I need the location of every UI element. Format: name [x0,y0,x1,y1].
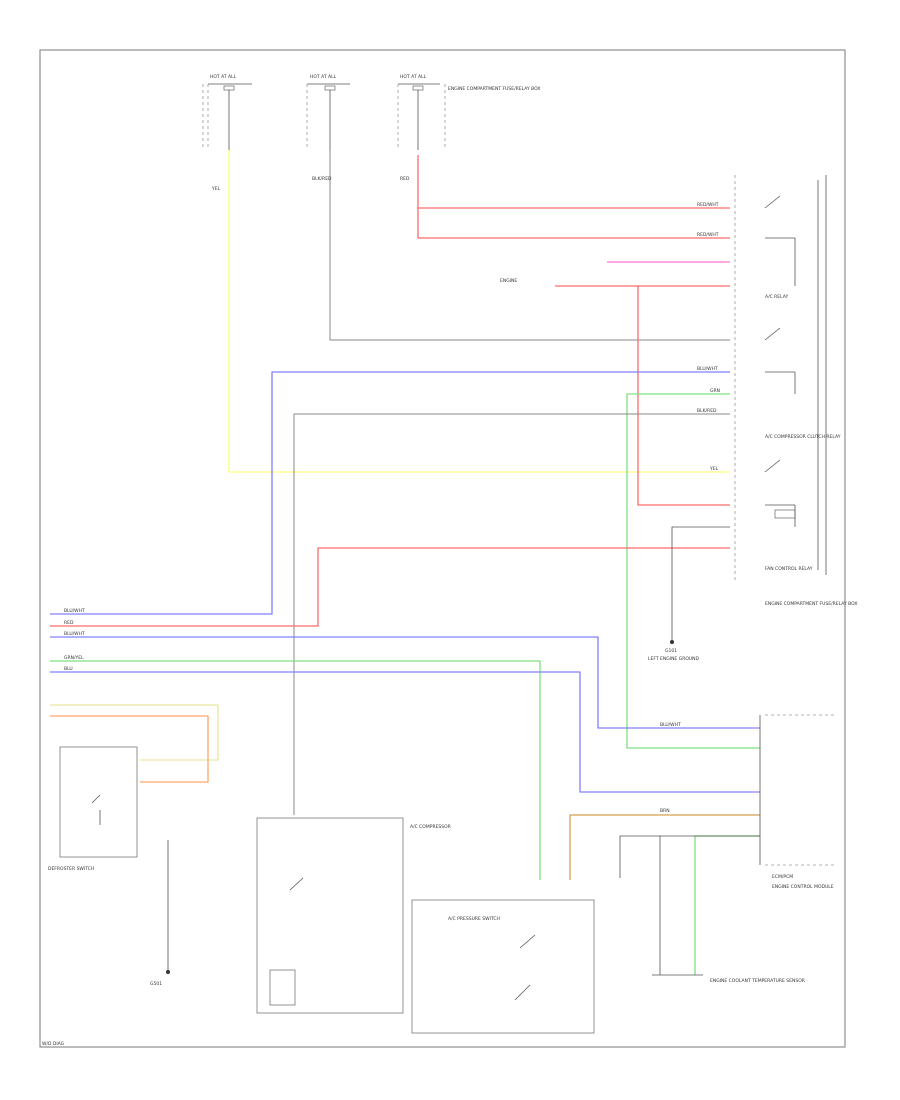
wire-green-3 [694,835,760,975]
wire-red-5 [50,547,730,627]
wire-blue-2 [50,636,760,729]
ecm-note: ENGINE CONTROL MODULE [772,884,834,890]
fuse-c: HOT AT ALL ENGINE COMPARTMENT FUSE/RELAY… [397,74,541,150]
wire-redwht-label-1: RED/WHT [697,202,719,208]
ecm-label: ECM/PCM [772,874,793,880]
coolant-sensor: ENGINE COOLANT TEMPERATURE SENSOR [652,974,805,984]
wire-grn-label-right: GRN [710,388,720,394]
wire-black-1 [671,526,730,640]
fuse-a-label: HOT AT ALL [210,74,237,80]
compressor-label: A/C COMPRESSOR [410,824,451,830]
wire-blkred-label-top: BLK/RED [312,176,332,182]
wire-yel-label-top: YEL [211,186,221,192]
wire-orange [50,715,209,783]
wire-black-4 [619,835,660,878]
ground-g101-label: G101 [665,648,677,654]
wire-tan [569,814,760,880]
ground-g101: G101 LEFT ENGINE GROUND [648,640,700,662]
wire-brn-label: BRN [660,808,670,814]
wire-gray-fuse-b [329,150,730,341]
wire-yel-label-right: YEL [709,466,719,472]
fuse-box-label: ENGINE COMPARTMENT FUSE/RELAY BOX [765,601,858,607]
wire-red-1 [417,155,730,209]
defroster-label: DEFROSTER SWITCH [48,866,94,872]
ground-g101-note: LEFT ENGINE GROUND [648,656,700,662]
wire-bluwht-label-right: BLU/WHT [697,366,718,372]
compressor-box: A/C COMPRESSOR [256,817,451,1014]
fuse-b-label: HOT AT ALL [310,74,337,80]
ecm-ref-label: ENGINE [500,278,517,284]
relay-b-label: A/C COMPRESSOR CLUTCH RELAY [765,434,841,440]
wire-green-1 [626,393,760,749]
relay-a-label: A/C RELAY [765,294,788,300]
wire-bluwht-label-left-2: BLU/WHT [64,631,85,637]
wire-bluwht-label-ecm: BLU/WHT [660,722,681,728]
relay-block: A/C RELAY A/C COMPRESSOR CLUTCH RELAY FA… [734,175,858,607]
diagram-frame [39,49,846,1048]
wire-bluwht-label-left: BLU/WHT [64,608,85,614]
wire-blkred-label-mid: BLK/RED [697,408,717,414]
defroster-switch: DEFROSTER SWITCH [48,746,138,872]
fuse-b: HOT AT ALL [306,74,350,150]
relay-c-symbol [764,459,796,527]
fuse-c-label: HOT AT ALL [400,74,427,80]
ecm-module: ECM/PCM ENGINE CONTROL MODULE [759,714,835,890]
fuse-c-note: ENGINE COMPARTMENT FUSE/RELAY BOX [448,86,541,92]
fuse-a: HOT AT ALL [207,74,252,150]
wire-yellow [228,150,730,473]
wire-redwht-label-2: RED/WHT [697,232,719,238]
wire-grnyel-label-left: GRN/YEL [64,655,84,661]
wire-blue-1 [50,371,730,615]
wire-blue-3 [50,671,760,793]
wire-olive [50,704,219,761]
footer-label: W/D DIAG [42,1041,65,1047]
relay-b-symbol [764,327,796,394]
wire-red-4 [637,286,730,506]
ground-g501: G501 [150,970,170,987]
relay-a-symbol [764,195,796,286]
wire-red-label-left: RED [64,620,74,626]
wire-red-label-top: RED [400,176,410,182]
pressure-switch-label: A/C PRESSURE SWITCH [448,916,500,922]
wire-red-2 [417,208,730,239]
wire-blu-label-left: BLU [64,666,73,672]
relay-c-label: FAN CONTROL RELAY [765,566,813,572]
sensor-label: ENGINE COOLANT TEMPERATURE SENSOR [710,978,805,984]
wire-gray-mid [293,413,730,815]
wire-green-2 [50,660,541,880]
ground-g501-label: G501 [150,981,162,987]
pressure-switch-box: A/C PRESSURE SWITCH [411,899,595,1034]
wire-black-3 [659,835,760,975]
